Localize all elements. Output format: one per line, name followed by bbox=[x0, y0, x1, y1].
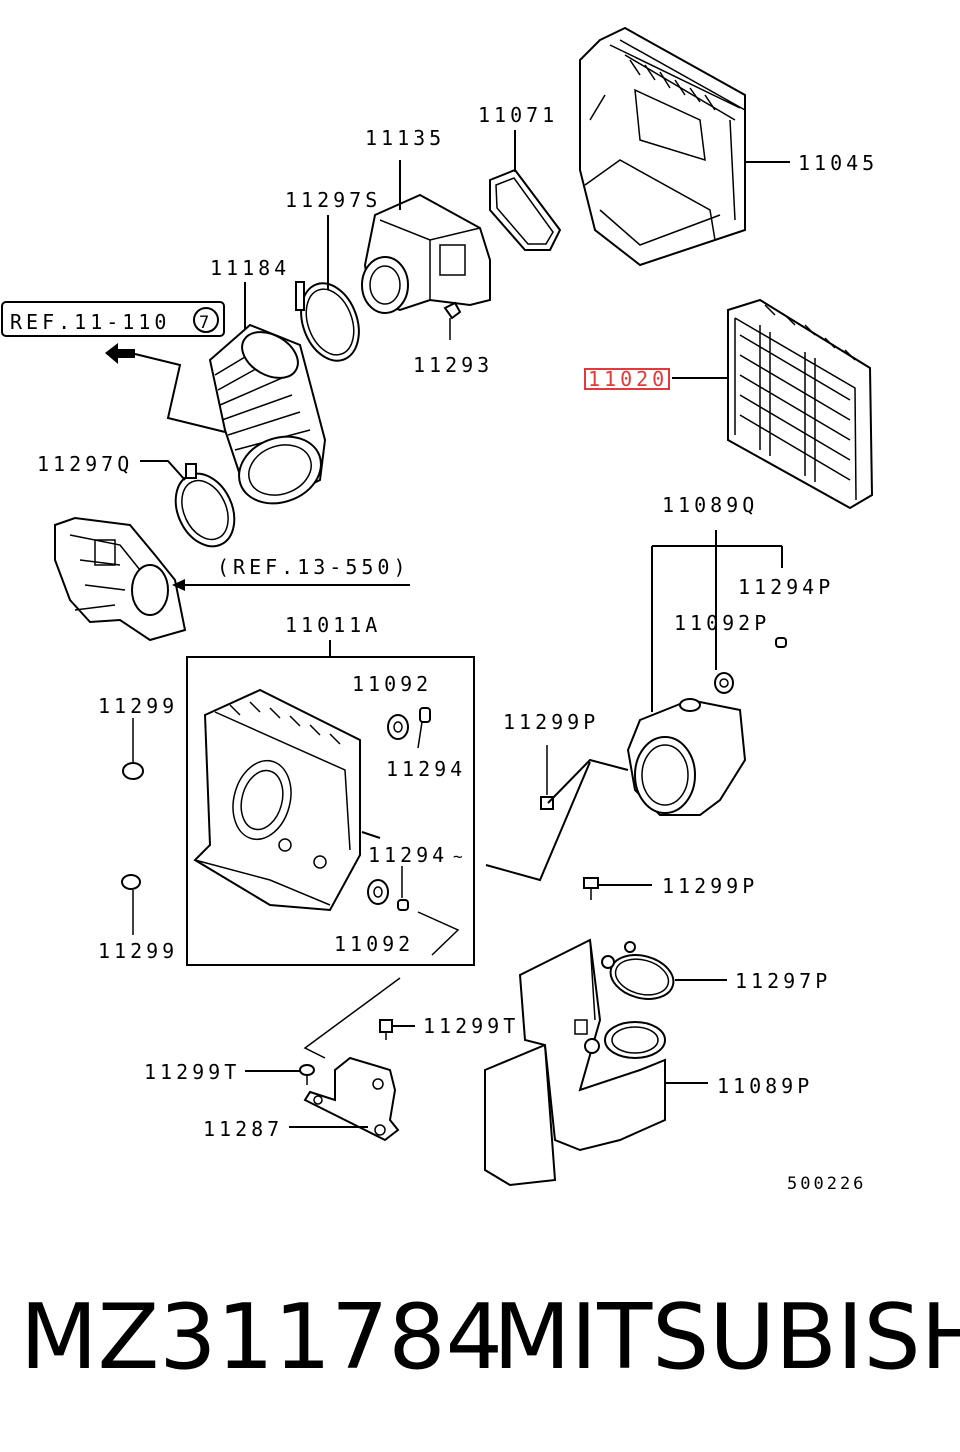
reference-13-550: (REF.13-550) bbox=[217, 555, 410, 579]
label-11299p-upper: 11299P bbox=[503, 710, 599, 734]
clamp-11297s bbox=[295, 281, 360, 362]
part-number: MZ311784 bbox=[20, 1285, 503, 1390]
label-11299-lower: 11299 bbox=[98, 939, 178, 963]
label-11135: 11135 bbox=[365, 126, 445, 150]
reference-11-110: REF.11-110 bbox=[10, 310, 170, 334]
label-11299t-lower: 11299T bbox=[144, 1060, 240, 1084]
air-cleaner-cover bbox=[579, 26, 746, 267]
air-filter-element bbox=[727, 298, 874, 510]
label-11297s: 11297S bbox=[285, 188, 381, 212]
label-11092-upper: 11092 bbox=[352, 672, 432, 696]
clamp-11297q bbox=[174, 463, 236, 548]
label-11092p: 11092P bbox=[674, 611, 770, 635]
bolt-11293 bbox=[443, 301, 462, 320]
air-duct-11089q bbox=[626, 698, 747, 816]
pin-11294p bbox=[775, 637, 787, 648]
label-11184: 11184 bbox=[210, 256, 290, 280]
bolt-11299-lower bbox=[121, 874, 141, 935]
label-11299-upper: 11299 bbox=[98, 694, 178, 718]
label-11299p-lower: 11299P bbox=[662, 874, 758, 898]
label-11297q: 11297Q bbox=[37, 452, 133, 476]
diagram-id: 500226 bbox=[787, 1174, 866, 1194]
tilde-mark: ~ bbox=[453, 847, 463, 866]
grommet-11092-lower bbox=[367, 879, 389, 905]
pin-11294-upper bbox=[419, 707, 431, 723]
label-11071: 11071 bbox=[478, 103, 558, 127]
label-11089p: 11089P bbox=[717, 1074, 813, 1098]
grommet-11092-upper bbox=[387, 714, 409, 740]
air-cleaner-case bbox=[193, 688, 361, 912]
label-11297p: 11297P bbox=[735, 969, 831, 993]
label-11045: 11045 bbox=[798, 151, 878, 175]
label-11294-lower: 11294 bbox=[368, 843, 448, 867]
label-11287: 11287 bbox=[203, 1117, 283, 1141]
reference-arrow-left-icon bbox=[105, 343, 135, 364]
air-flow-sensor bbox=[361, 193, 491, 314]
reference-box-11-110 bbox=[1, 301, 225, 337]
label-11294p: 11294P bbox=[738, 575, 834, 599]
bolt-11299-upper bbox=[122, 718, 144, 780]
label-11011a: 11011A bbox=[285, 613, 381, 637]
label-11020: 11020 bbox=[588, 367, 668, 391]
label-11293: 11293 bbox=[413, 353, 493, 377]
bracket-11287 bbox=[303, 1056, 400, 1142]
brand-name: MITSUBISHI bbox=[493, 1285, 960, 1390]
grommet-11092p bbox=[714, 672, 734, 694]
pin-11294-lower bbox=[397, 899, 409, 911]
bolt-11299t-lower bbox=[299, 1064, 315, 1085]
intake-hose bbox=[208, 323, 327, 505]
bolt-11299t-upper bbox=[379, 1019, 393, 1040]
bolt-11299p-lower bbox=[583, 877, 599, 900]
label-11092-lower: 11092 bbox=[334, 932, 414, 956]
label-11299t-upper: 11299T bbox=[423, 1014, 519, 1038]
label-11294-upper: 11294 bbox=[386, 757, 466, 781]
clamp-11297p bbox=[601, 941, 675, 1000]
throttle-body bbox=[54, 516, 187, 642]
label-11089q: 11089Q bbox=[662, 493, 758, 517]
resonator-duct-11089p bbox=[484, 938, 666, 1187]
highlight-11020-box bbox=[584, 368, 670, 390]
reference-circle-number: 7 bbox=[199, 313, 209, 333]
